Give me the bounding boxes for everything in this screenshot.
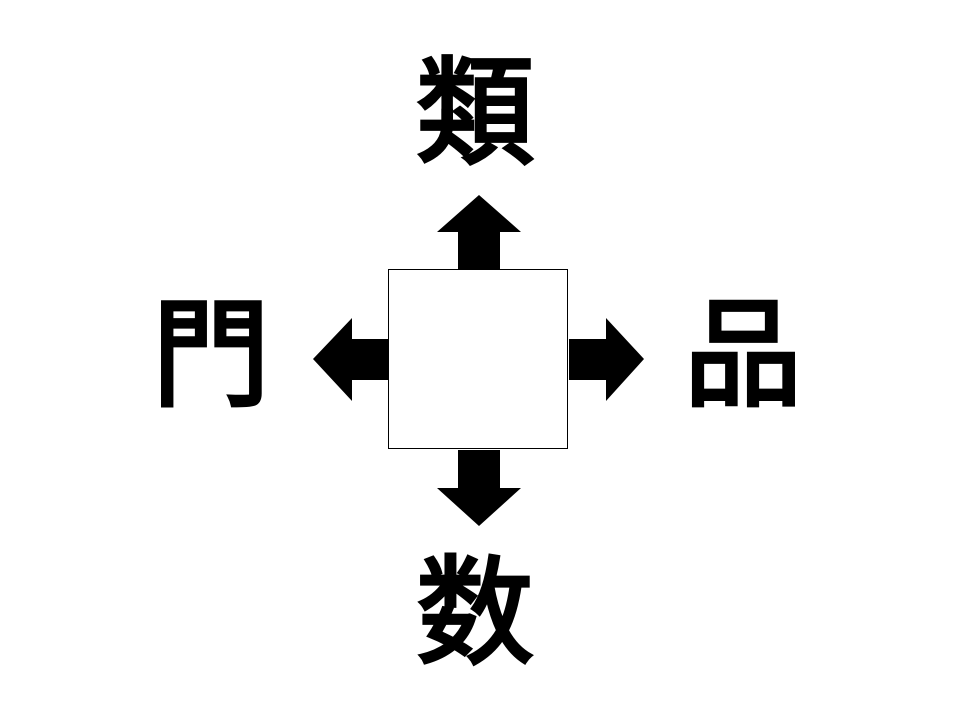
answer-box[interactable] <box>388 269 568 449</box>
left-kanji: 門 <box>151 286 270 424</box>
top-kanji: 類 <box>415 44 534 182</box>
bottom-kanji: 数 <box>415 544 534 682</box>
arrow-left-icon <box>313 318 388 401</box>
right-kanji: 品 <box>683 286 802 424</box>
arrow-down-icon <box>437 450 521 526</box>
arrow-up-icon <box>437 195 521 269</box>
arrow-right-icon <box>569 318 644 401</box>
